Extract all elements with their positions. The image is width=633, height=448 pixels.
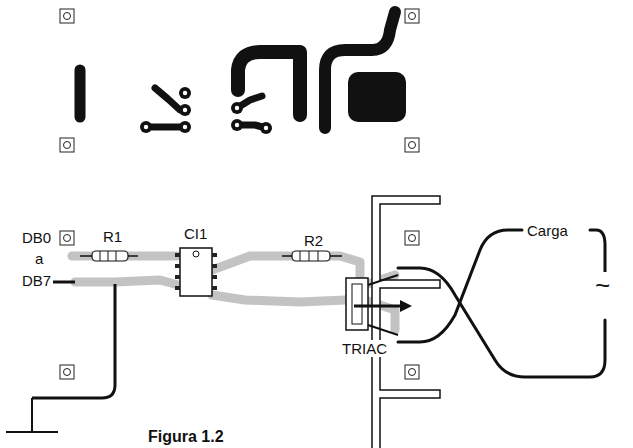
part-name: R2: [302, 232, 325, 249]
signal-name: a: [33, 250, 45, 267]
figure-caption: Figura 1.2: [146, 428, 226, 446]
part-name: R1: [101, 228, 124, 245]
signal-name: DB7: [20, 272, 53, 289]
ic-symbol: [175, 248, 217, 296]
triac-symbol: [346, 275, 412, 335]
heatsink: [372, 196, 440, 448]
part-name: Carga: [525, 222, 570, 239]
signal-name: DB0: [20, 229, 53, 246]
resistor-symbol: [282, 251, 342, 261]
ac-source-symbol: ~: [593, 272, 612, 298]
part-name: TRIAC: [340, 340, 389, 357]
ground-symbol: [6, 398, 58, 432]
resistor-symbol: [80, 251, 138, 261]
copper-layout: [60, 9, 419, 152]
component-layout: [6, 196, 605, 448]
part-name: CI1: [182, 225, 209, 242]
